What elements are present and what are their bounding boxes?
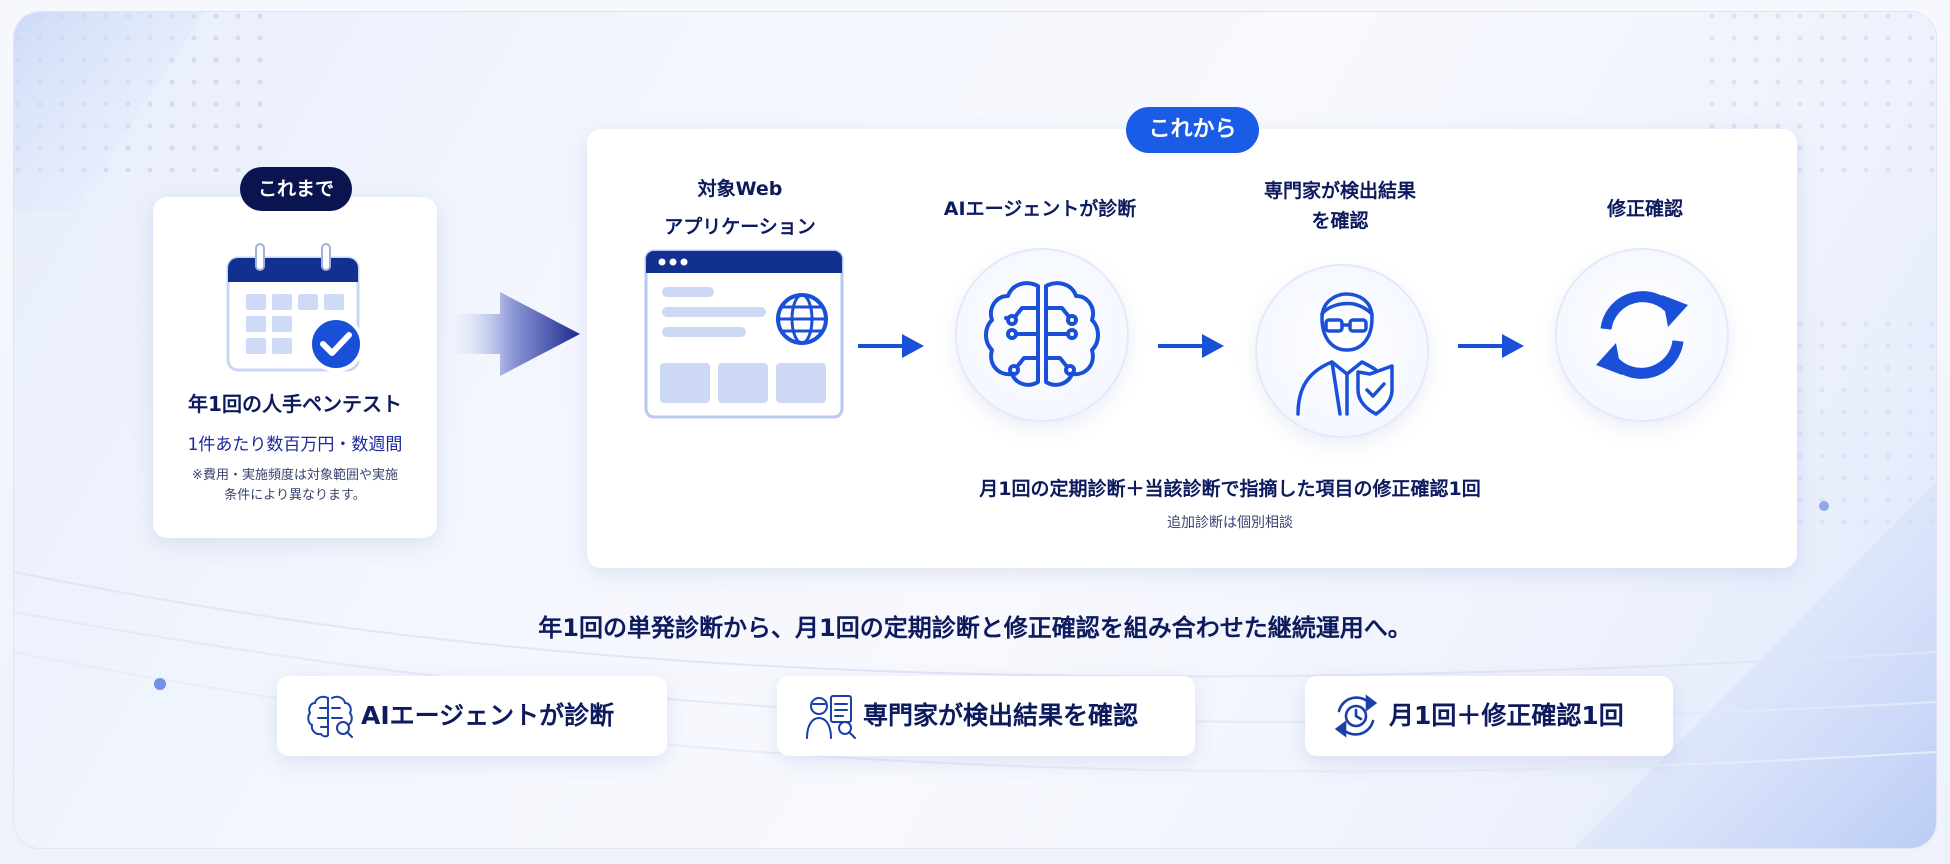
- step-ai-label: AIエージェントが診断: [943, 198, 1137, 220]
- feature-expert-review: 専門家が検出結果を確認: [777, 676, 1195, 756]
- summary-text: 年1回の単発診断から、月1回の定期診断と修正確認を組み合わせた継続運用へ。: [538, 614, 1412, 642]
- background-decoration: [14, 12, 1936, 848]
- expert-report-icon: [806, 695, 856, 739]
- after-main-text: 月1回の定期診断＋当該診断で指摘した項目の修正確認1回: [979, 478, 1481, 500]
- expert-shield-icon: [1296, 292, 1394, 416]
- refresh-cycle-icon: [1596, 291, 1688, 379]
- before-note-line1: ※費用・実施頻度は対象範囲や実施: [192, 468, 398, 483]
- web-app-window-icon: [644, 249, 844, 419]
- step-web-label-line2: アプリケーション: [664, 216, 816, 238]
- clock-cycle-icon: [1334, 694, 1378, 738]
- before-note-line2: 条件により異なります。: [224, 488, 366, 503]
- after-sub-text: 追加診断は個別相談: [1167, 515, 1293, 531]
- after-badge: これから: [1126, 107, 1259, 153]
- before-title: 年1回の人手ペンテスト: [188, 392, 402, 416]
- flow-arrow-3-icon: [1458, 334, 1524, 358]
- transition-arrow-icon: [455, 292, 580, 376]
- feature-expert-label: 専門家が検出結果を確認: [863, 701, 1139, 730]
- step-fix-label: 修正確認: [1606, 198, 1683, 220]
- before-note: ※費用・実施頻度は対象範囲や実施 条件により異なります。: [165, 466, 425, 506]
- feature-ai-diagnosis: AIエージェントが診断: [277, 676, 667, 756]
- step-expert-label-line2: を確認: [1311, 210, 1369, 232]
- step-expert-label-line1: 専門家が検出結果: [1263, 180, 1416, 202]
- step-fix-circle: [1557, 250, 1727, 420]
- flow-arrow-1-icon: [858, 334, 924, 358]
- feature-monthly-fix: 月1回＋修正確認1回: [1305, 676, 1673, 756]
- feature-ai-label: AIエージェントが診断: [361, 701, 615, 730]
- flow-arrow-2-icon: [1158, 334, 1224, 358]
- step-web-label-line1: 対象Web: [697, 178, 783, 200]
- ai-brain-small-icon: [307, 695, 353, 738]
- before-badge: これまで: [240, 167, 352, 211]
- calendar-check-icon: [226, 243, 364, 372]
- ai-brain-icon: [984, 281, 1100, 387]
- before-cost: 1件あたり数百万円・数週間: [187, 435, 403, 455]
- feature-monthly-label: 月1回＋修正確認1回: [1389, 701, 1624, 730]
